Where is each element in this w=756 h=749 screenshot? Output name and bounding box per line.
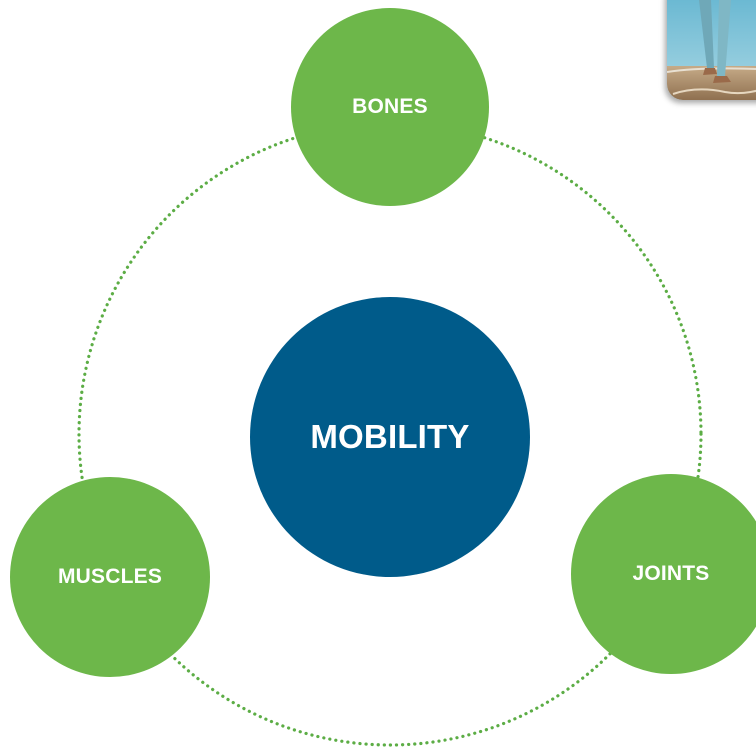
- joints-label: JOINTS: [632, 562, 710, 585]
- muscles-label: MUSCLES: [57, 565, 163, 588]
- bones-node: BONES: [291, 8, 489, 206]
- mobility-label: MOBILITY: [310, 418, 470, 455]
- beach-photo-image: [667, 0, 756, 100]
- joints-node: JOINTS: [571, 474, 756, 674]
- beach-walk-photo: [667, 0, 756, 100]
- muscles-node: MUSCLES: [10, 477, 210, 677]
- mobility-center-node: MOBILITY: [250, 297, 530, 577]
- bones-label: BONES: [352, 95, 428, 118]
